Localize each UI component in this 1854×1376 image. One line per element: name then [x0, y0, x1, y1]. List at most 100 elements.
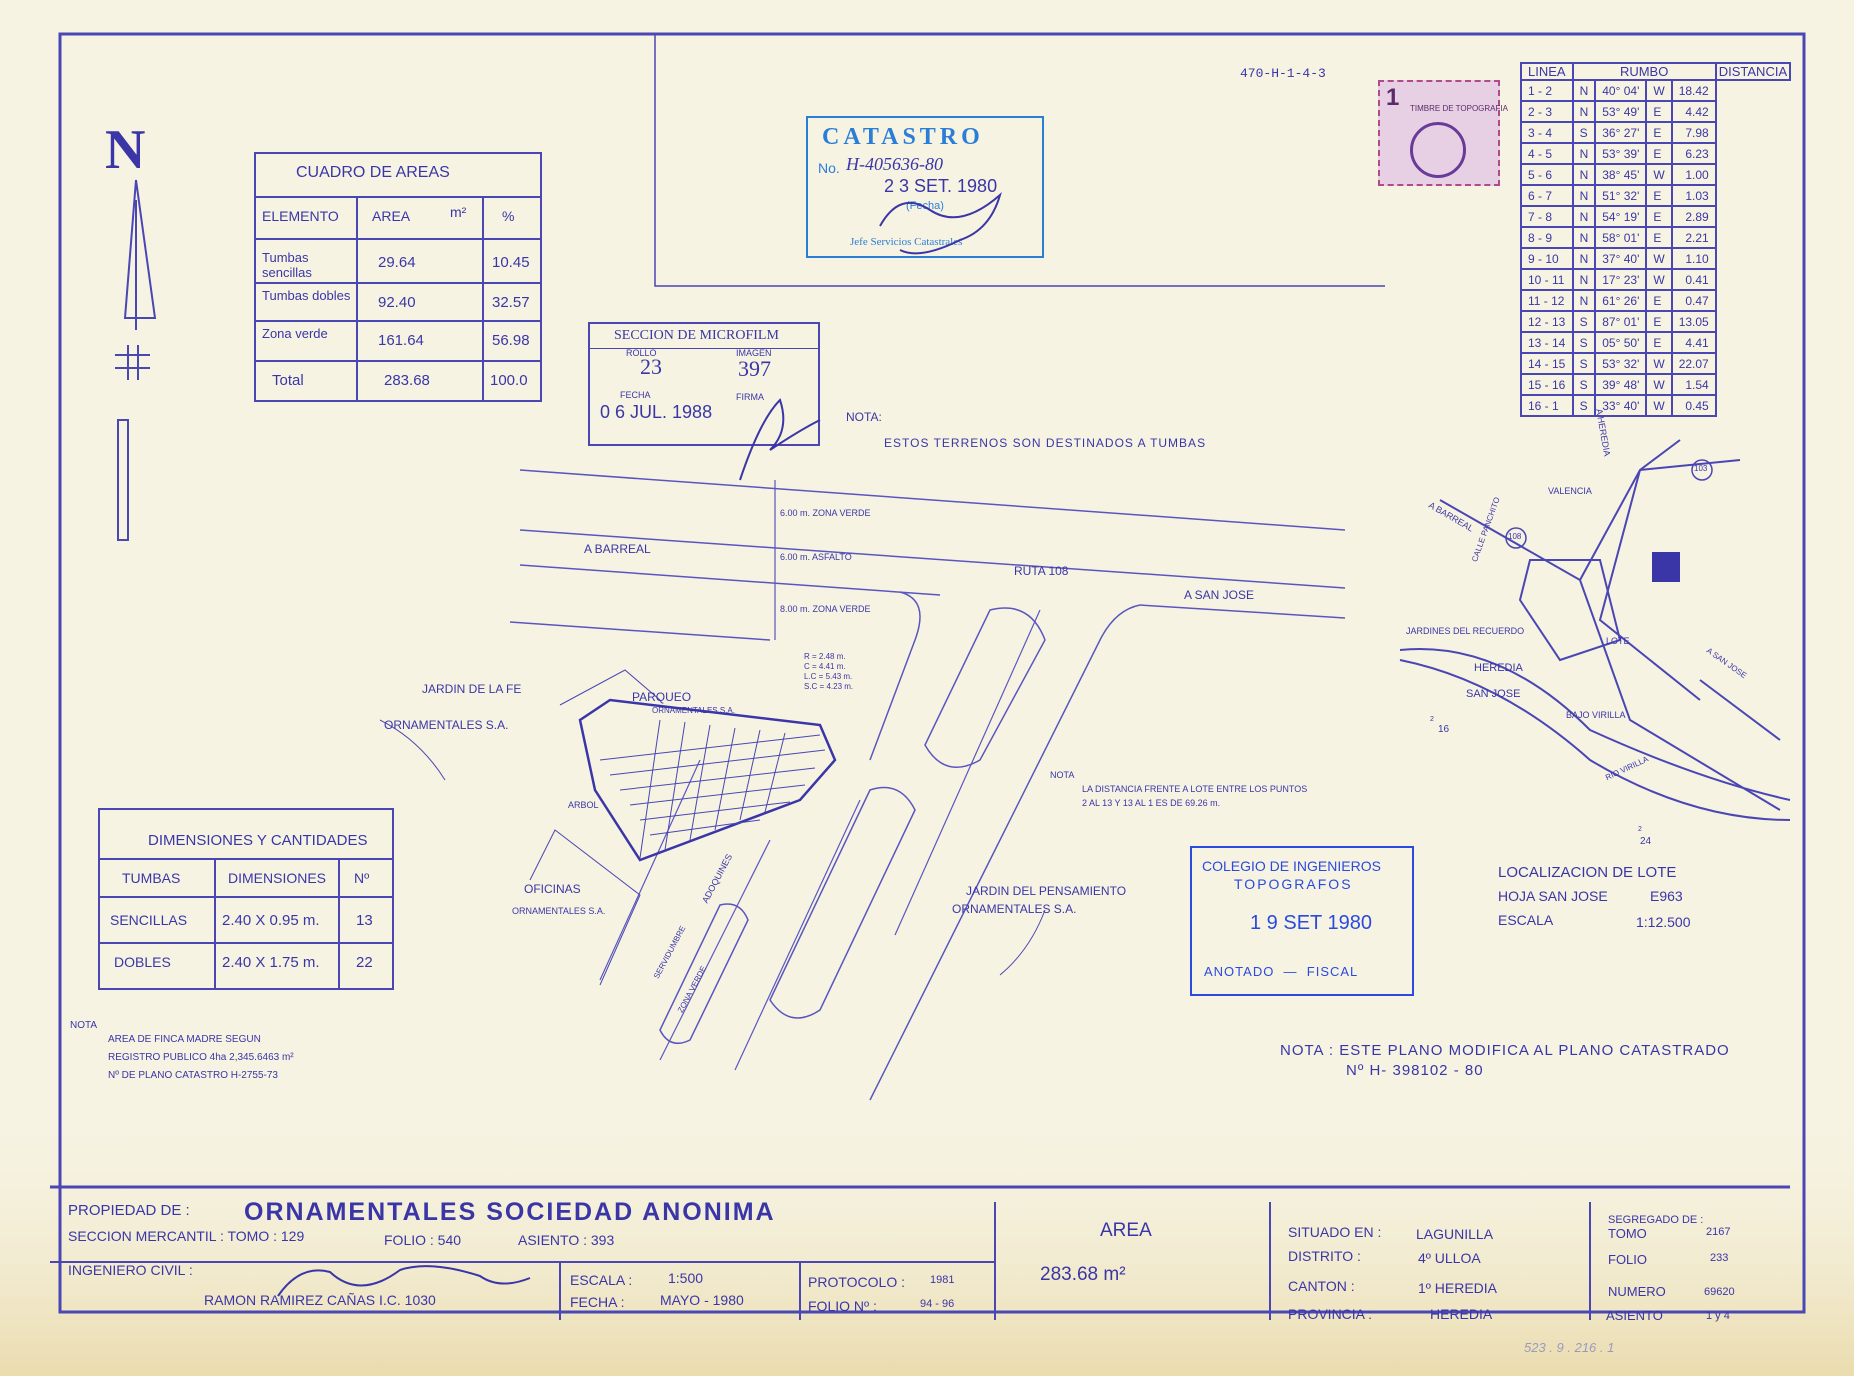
propiedad-label: PROPIEDAD DE :: [68, 1202, 190, 1219]
areas-row-element: Zona verde: [262, 326, 328, 341]
microfilm-rollo: 23: [640, 354, 662, 379]
bearing-line: 7 - 8: [1520, 205, 1574, 228]
microfilm-title: SECCION DE MICROFILM: [614, 328, 779, 343]
microfilm-firma-label: FIRMA: [736, 392, 764, 402]
label-jardin-fe: JARDIN DE LA FE: [422, 682, 522, 696]
bearing-angle: 17° 23': [1594, 268, 1648, 291]
bearing-ew: E: [1645, 100, 1673, 123]
areas-row-area: 29.64: [378, 254, 416, 271]
dimensions-header-tumbas: TUMBAS: [122, 870, 181, 886]
label-ruta: RUTA 108: [1014, 564, 1069, 578]
areas-row-area: 92.40: [378, 294, 416, 311]
bearing-distance: 6.23: [1670, 142, 1717, 165]
label-asfalto: 6.00 m. ASFALTO: [780, 552, 852, 562]
folio2-label: FOLIO: [1608, 1252, 1648, 1267]
tax-stamp-value: 1: [1386, 84, 1400, 111]
bearing-line: 11 - 12: [1520, 289, 1574, 312]
seal-icon: [1410, 122, 1466, 178]
microfilm-fecha-label: FECHA: [620, 390, 651, 400]
bearing-ns: N: [1571, 205, 1597, 228]
provincia-value: HEREDIA: [1430, 1306, 1493, 1322]
fecha-label: FECHA :: [570, 1294, 625, 1310]
bearing-distance: 22.07: [1670, 352, 1717, 375]
bearings-header-bearing: RUMBO: [1571, 62, 1717, 81]
bearing-distance: 7.98: [1670, 121, 1717, 144]
dimensions-row-dim: 2.40 X 0.95 m.: [222, 912, 320, 929]
protocolo-value: 1981: [930, 1274, 955, 1286]
bearing-distance: 1.10: [1670, 247, 1717, 270]
catastro-title: CATASTRO: [822, 124, 984, 150]
bearing-angle: 38° 45': [1594, 163, 1648, 186]
tomo-value: 2167: [1706, 1226, 1731, 1238]
bearing-ew: E: [1645, 226, 1673, 249]
label-curve-r: R = 2.48 m.: [804, 652, 846, 661]
tax-stamp-text: TIMBRE DE TOPOGRAFIA: [1410, 104, 1508, 113]
bearing-line: 3 - 4: [1520, 121, 1574, 144]
colegio-stamp: COLEGIO DE INGENIEROS TOPOGRAFOS 1 9 SET…: [1190, 846, 1414, 996]
fecha-value: MAYO - 1980: [660, 1292, 744, 1308]
bearings-header-line: LINEA: [1520, 62, 1574, 81]
bearing-ns: N: [1571, 226, 1597, 249]
bearing-line: 15 - 16: [1520, 373, 1574, 396]
note-terrain: ESTOS TERRENOS SON DESTINADOS A TUMBAS: [884, 436, 1207, 450]
dimensions-header-no: Nº: [354, 870, 370, 886]
tomo-label: TOMO: [1608, 1226, 1647, 1241]
label-parqueo: PARQUEO: [632, 690, 692, 704]
loc-grid-2a: 2: [1430, 716, 1434, 723]
areas-row-area: 283.68: [384, 372, 430, 389]
bearing-ns: N: [1571, 184, 1597, 207]
loc-heredia: HEREDIA: [1474, 662, 1523, 674]
bearing-distance: 0.45: [1670, 394, 1717, 417]
bearing-ew: W: [1645, 163, 1673, 186]
bearing-distance: 1.03: [1670, 184, 1717, 207]
bearing-distance: 0.41: [1670, 268, 1717, 291]
ingeniero-label: INGENIERO CIVIL :: [68, 1262, 193, 1278]
bearing-ns: N: [1571, 142, 1597, 165]
folio: FOLIO : 540: [384, 1232, 462, 1248]
dimensions-table: DIMENSIONES Y CANTIDADES TUMBAS DIMENSIO…: [98, 808, 394, 990]
bearing-line: 10 - 11: [1520, 268, 1574, 291]
bearing-line: 6 - 7: [1520, 184, 1574, 207]
bearing-line: 8 - 9: [1520, 226, 1574, 249]
microfilm-rollo-label: ROLLO: [626, 348, 657, 358]
loc-grid-16: 16: [1438, 724, 1450, 735]
ingeniero-name: RAMON RAMIREZ CAÑAS I.C. 1030: [204, 1292, 436, 1308]
finca-note-label: NOTA: [70, 1020, 98, 1031]
areas-header-pct: %: [502, 208, 515, 224]
areas-header-area: AREA: [372, 208, 411, 224]
distrito-value: 4º ULLOA: [1418, 1250, 1481, 1266]
bearing-ew: E: [1645, 121, 1673, 144]
microfilm-fecha: 0 6 JUL. 1988: [600, 402, 713, 422]
bearing-ew: E: [1645, 331, 1673, 354]
bearing-distance: 4.42: [1670, 100, 1717, 123]
bearing-ew: W: [1645, 79, 1673, 102]
bearing-angle: 54° 19': [1594, 205, 1648, 228]
escala-value: 1:500: [668, 1270, 704, 1286]
bearing-ns: N: [1571, 79, 1597, 102]
areas-row-element: Total: [272, 372, 304, 389]
colegio-line2: TOPOGRAFOS: [1234, 876, 1353, 892]
finca-note-1: AREA DE FINCA MADRE SEGUN: [108, 1034, 261, 1045]
dimensions-header-dim: DIMENSIONES: [228, 870, 327, 886]
bearing-ns: S: [1571, 310, 1597, 333]
bearing-ns: N: [1571, 163, 1597, 186]
note-distance-2: 2 AL 13 Y 13 AL 1 ES DE 69.26 m.: [1082, 798, 1221, 808]
bearing-ew: E: [1645, 205, 1673, 228]
bearing-distance: 1.00: [1670, 163, 1717, 186]
segregado-label: SEGREGADO DE :: [1608, 1214, 1704, 1226]
bearing-angle: 39° 48': [1594, 373, 1648, 396]
bearing-ns: N: [1571, 247, 1597, 270]
situado-value: LAGUNILLA: [1416, 1226, 1494, 1242]
areas-row-element: Tumbas dobles: [262, 288, 351, 303]
loc-hoja-value: E963: [1650, 888, 1683, 904]
bearing-ew: E: [1645, 142, 1673, 165]
label-orn-sa-4: ORNAMENTALES S.A.: [952, 902, 1077, 916]
colegio-line1: COLEGIO DE INGENIEROS: [1202, 858, 1381, 874]
tax-stamp: 1 TIMBRE DE TOPOGRAFIA: [1378, 80, 1508, 186]
